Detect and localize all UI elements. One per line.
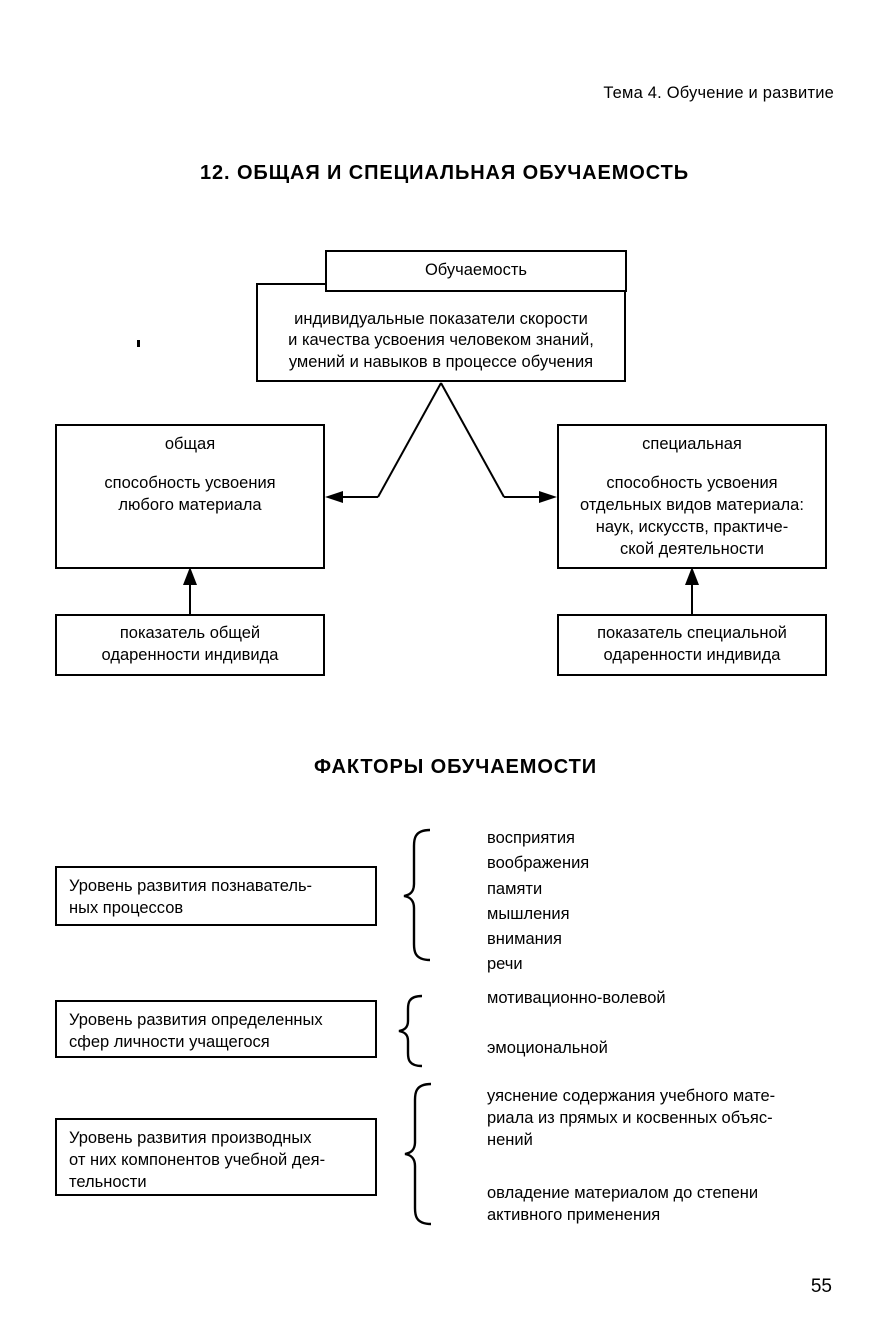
special-body: способность усвоения отдельных видов мат… bbox=[559, 473, 825, 560]
list-item: мотивационно-волевой bbox=[487, 989, 666, 1007]
general-learnability-box: общая способность усвоения любого матери… bbox=[55, 424, 325, 569]
special-body-line-1: способность усвоения bbox=[606, 474, 778, 493]
special-giftedness-text: показатель специальной одаренности индив… bbox=[597, 623, 787, 667]
list-item-line: активного применения bbox=[487, 1206, 661, 1225]
special-body-line-2: отдельных видов материала: bbox=[580, 496, 804, 515]
general-indicator-line-2: одаренности индивида bbox=[101, 646, 279, 664]
section-title-1: 12. ОБЩАЯ И СПЕЦИАЛЬНАЯ ОБУЧАЕМОСТЬ bbox=[200, 162, 689, 184]
list-item: мышления bbox=[487, 904, 570, 923]
scan-speck bbox=[137, 340, 140, 347]
spacer bbox=[57, 455, 323, 473]
list-item-line: риала из прямых и косвенных объяс- bbox=[487, 1108, 773, 1127]
list-item: эмоциональной bbox=[487, 1038, 608, 1057]
factor-2-line-1: Уровень развития определенных bbox=[69, 1011, 323, 1029]
factor-2-item-list: мотивационно-волевой эмоциональной bbox=[487, 988, 666, 1060]
definition-line-2: и качества усвоения человеком знаний, bbox=[288, 331, 594, 350]
list-item: восприятия bbox=[487, 829, 575, 847]
list-item-line: нений bbox=[487, 1130, 533, 1149]
special-body-line-3: наук, искусств, практиче- bbox=[595, 517, 789, 536]
factor-1-line-2: ных процессов bbox=[69, 898, 184, 917]
factor-box-learning-activity-components: Уровень развития производных от них комп… bbox=[55, 1118, 377, 1196]
list-item: внимания bbox=[487, 930, 562, 949]
page-number: 55 bbox=[810, 1276, 832, 1297]
section-title-2: ФАКТОРЫ ОБУЧАЕМОСТИ bbox=[314, 756, 598, 778]
factor-1-item-list: восприятия воображения памяти мышления в… bbox=[487, 828, 589, 980]
factor-3-line-1: Уровень развития производных bbox=[69, 1129, 312, 1147]
list-item: воображения bbox=[487, 854, 590, 873]
running-head: Тема 4. Обучение и развитие bbox=[603, 84, 834, 102]
definition-line-1: индивидуальные показатели скорости bbox=[294, 309, 588, 328]
list-item-line: овладение материалом до степени bbox=[487, 1184, 759, 1203]
spacer bbox=[559, 455, 825, 473]
learnability-definition-box: индивидуальные показатели скорости и кач… bbox=[256, 283, 626, 382]
general-learnability-content: общая способность усвоения любого матери… bbox=[57, 426, 323, 517]
factor-1-line-1: Уровень развития познаватель- bbox=[69, 877, 313, 895]
factor-2-line-2: сфер личности учащегося bbox=[69, 1032, 270, 1051]
learnability-label: Обучаемость bbox=[424, 261, 528, 280]
list-item: овладение материалом до степени активног… bbox=[487, 1183, 842, 1227]
special-body-line-4: ской деятельности bbox=[620, 539, 764, 558]
special-indicator-line-1: показатель специальной bbox=[597, 624, 787, 643]
list-item: уяснение содержания учебного мате- риала… bbox=[487, 1086, 842, 1151]
special-indicator-line-2: одаренности индивида bbox=[603, 646, 781, 664]
special-giftedness-indicator-box: показатель специальной одаренности индив… bbox=[557, 614, 827, 676]
factor-3-line-2: от них компонентов учебной дея- bbox=[69, 1150, 326, 1169]
general-body: способность усвоения любого материала bbox=[57, 473, 323, 517]
list-item: памяти bbox=[487, 879, 543, 898]
general-indicator-line-1: показатель общей bbox=[119, 624, 261, 643]
list-item-line: уяснение содержания учебного мате- bbox=[487, 1087, 776, 1105]
general-giftedness-indicator-box: показатель общей одаренности индивида bbox=[55, 614, 325, 676]
definition-line-3: умений и навыков в процессе обучения bbox=[288, 353, 594, 372]
general-body-line-2: любого материала bbox=[118, 496, 262, 515]
special-learnability-content: специальная способность усвоения отдельн… bbox=[559, 426, 825, 561]
factor-3-line-3: тельности bbox=[69, 1172, 147, 1191]
factor-box-personality-spheres: Уровень развития определенных сфер лично… bbox=[55, 1000, 377, 1058]
general-body-line-1: способность усвоения bbox=[104, 474, 276, 493]
learnability-title-box: Обучаемость bbox=[325, 250, 627, 292]
special-label: специальная bbox=[642, 435, 742, 453]
list-item: речи bbox=[487, 955, 523, 974]
general-label: общая bbox=[164, 435, 216, 453]
special-learnability-box: специальная способность усвоения отдельн… bbox=[557, 424, 827, 569]
learnability-definition-text: индивидуальные показатели скорости и кач… bbox=[288, 309, 594, 374]
factor-box-cognitive-processes: Уровень развития познаватель- ных процес… bbox=[55, 866, 377, 926]
factor-3-item-list: уяснение содержания учебного мате- риала… bbox=[487, 1086, 842, 1227]
general-giftedness-text: показатель общей одаренности индивида bbox=[102, 623, 279, 667]
